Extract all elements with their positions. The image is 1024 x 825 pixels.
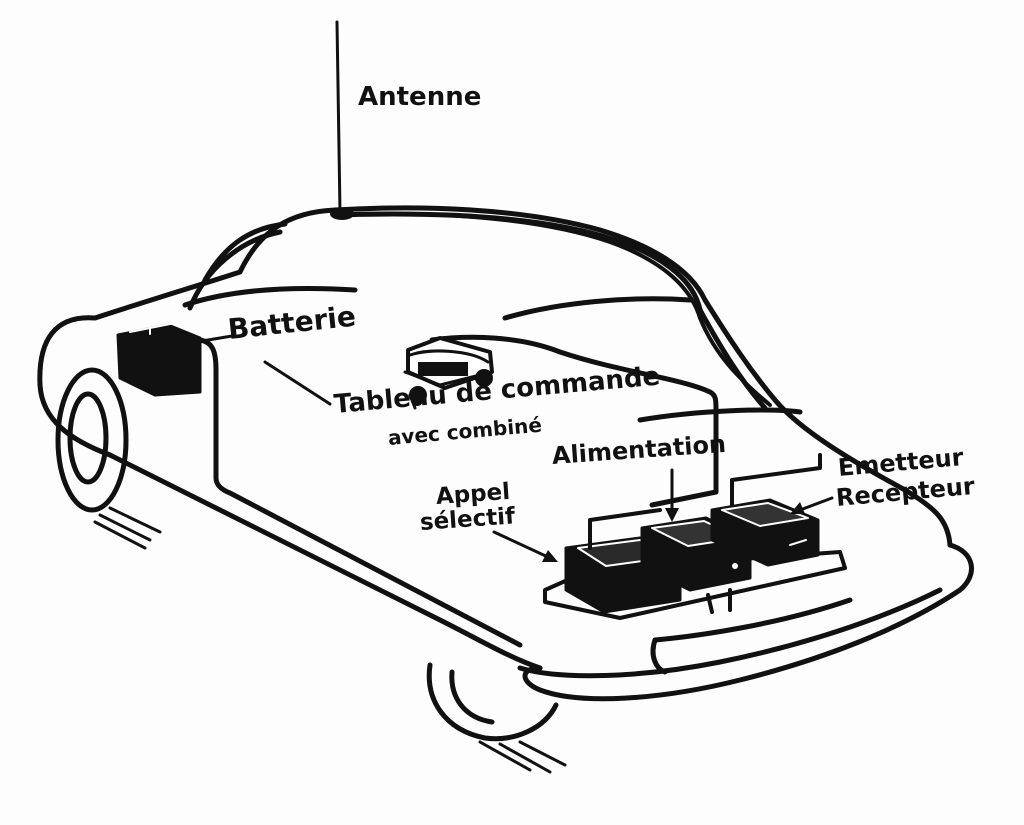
- unit-cable-2: [730, 453, 822, 507]
- control-cable: [429, 334, 719, 508]
- unit-cable-4: [706, 593, 714, 614]
- battery: [116, 322, 202, 397]
- antenna: [330, 20, 354, 220]
- label-antenne: Antenne: [358, 82, 482, 112]
- alimentation-arrow: [665, 468, 679, 522]
- car-body: [37, 205, 974, 702]
- control-panel: [403, 336, 494, 410]
- antenna-cable: [350, 211, 772, 407]
- power-cable: [197, 337, 523, 648]
- tableau-leader: [263, 360, 332, 406]
- front-wheel: [55, 367, 162, 550]
- unit-cable-1: [588, 508, 662, 550]
- rear-wheel: [426, 662, 567, 774]
- emetteur-arrow: [790, 496, 834, 514]
- transmitter-receiver-unit: [710, 498, 820, 567]
- appel-arrow: [492, 530, 558, 562]
